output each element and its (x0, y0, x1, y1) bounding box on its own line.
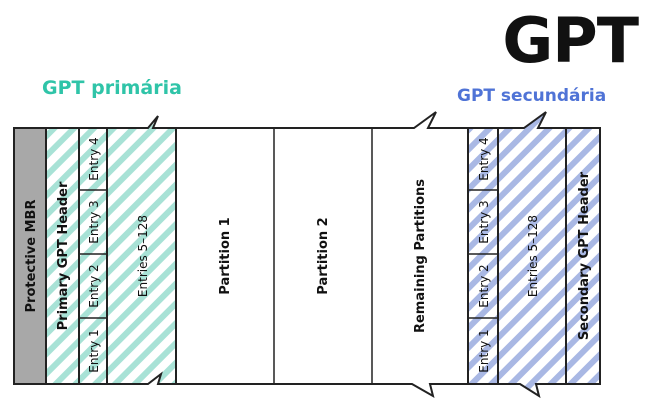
primary-header-label: Primary GPT Header (56, 181, 71, 330)
primary-entry-3-label: Entry 3 (87, 200, 101, 243)
remaining-partitions-label: Remaining Partitions (413, 179, 428, 333)
primary-entries-rest-label: Entries 5–128 (136, 215, 150, 297)
gpt-title: GPT (502, 4, 639, 77)
partition-2-label: Partition 2 (316, 217, 331, 294)
secondary-header-label: Secondary GPT Header (577, 171, 592, 340)
secondary-entry-1-label: Entry 1 (477, 329, 491, 372)
primary-gpt-label: GPT primária (42, 77, 182, 99)
secondary-entry-3-label: Entry 3 (477, 200, 491, 243)
primary-entry-2-label: Entry 2 (87, 264, 101, 307)
primary-gpt-header-block (45, 127, 80, 385)
secondary-entries-rest-label: Entries 5–128 (526, 215, 540, 297)
primary-entry-4-label: Entry 4 (87, 137, 101, 180)
primary-entry-1-label: Entry 1 (87, 329, 101, 372)
protective-mbr-label: Protective MBR (24, 200, 39, 313)
secondary-gpt-header-block (565, 127, 601, 385)
primary-entries-column (78, 127, 108, 385)
secondary-entry-2-label: Entry 2 (477, 264, 491, 307)
partition-1-label: Partition 1 (218, 217, 233, 294)
secondary-entry-4-label: Entry 4 (477, 137, 491, 180)
secondary-entries-column (467, 127, 499, 385)
secondary-gpt-label: GPT secundária (457, 86, 607, 106)
